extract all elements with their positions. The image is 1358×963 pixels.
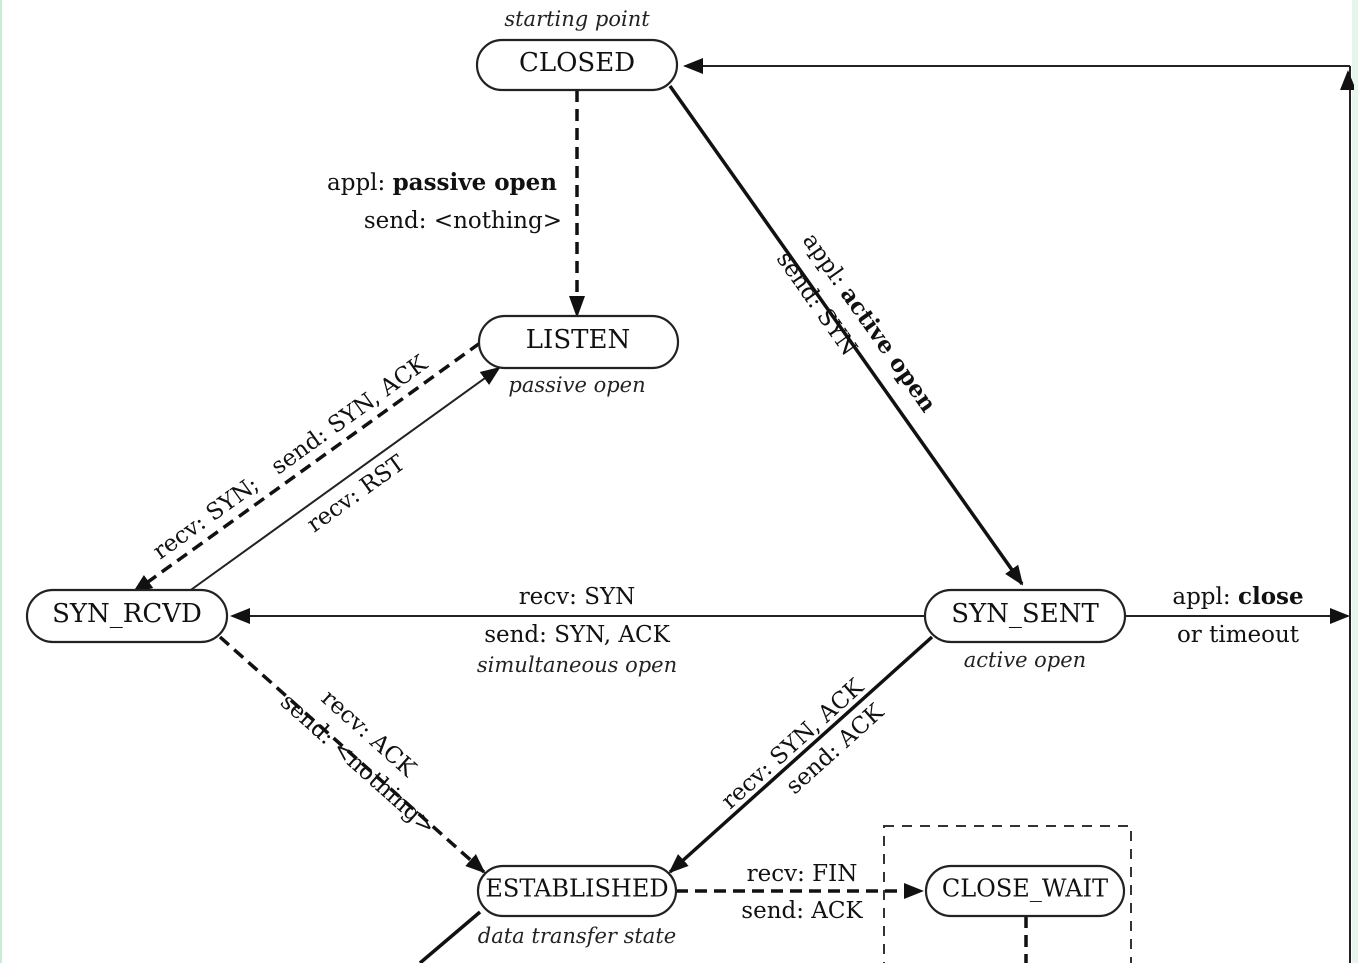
label-synrcvd-established: recv: ACK send: <nothing> bbox=[275, 685, 440, 840]
state-close-wait: CLOSE_WAIT bbox=[924, 864, 1126, 918]
state-syn-sent-label: SYN_SENT bbox=[951, 599, 1099, 629]
state-listen: LISTEN bbox=[477, 314, 680, 370]
state-syn-rcvd-label: SYN_RCVD bbox=[52, 599, 202, 629]
label-synsent-synrcvd-recv: recv: SYN bbox=[519, 584, 636, 610]
note-active-open: active open bbox=[964, 648, 1086, 672]
state-closed: CLOSED bbox=[475, 38, 679, 92]
label-synsent-synrcvd-send: send: SYN, ACK bbox=[484, 622, 670, 648]
label-synsent-close-appl: appl: close bbox=[1172, 583, 1303, 610]
arrowhead-listen bbox=[569, 296, 585, 318]
edge-listen-synrcvd bbox=[132, 341, 482, 594]
label-synrcvd-listen: recv: RST bbox=[302, 450, 410, 538]
note-data-transfer-state: data transfer state bbox=[478, 924, 676, 948]
note-simultaneous-open: simultaneous open bbox=[477, 653, 677, 677]
edge-synsent-established bbox=[668, 635, 934, 874]
edge-synrcvd-listen bbox=[187, 366, 501, 593]
state-established: ESTABLISHED bbox=[476, 864, 678, 918]
note-starting-point: starting point bbox=[504, 7, 650, 31]
note-passive-open: passive open bbox=[508, 373, 645, 397]
state-closed-label: CLOSED bbox=[519, 48, 635, 78]
state-syn-rcvd: SYN_RCVD bbox=[25, 588, 229, 644]
edge-synrcvd-established bbox=[218, 635, 486, 874]
edge-established-down bbox=[418, 910, 482, 963]
label-synsent-close-extra: or timeout bbox=[1177, 622, 1300, 648]
state-listen-label: LISTEN bbox=[526, 325, 630, 355]
label-closed-synsent: appl: active open send: SYN bbox=[771, 228, 942, 417]
state-established-label: ESTABLISHED bbox=[485, 875, 668, 903]
svg-text:recv: RST: recv: RST bbox=[302, 450, 410, 538]
label-established-closewait-recv: recv: FIN bbox=[747, 861, 858, 887]
state-close-wait-label: CLOSE_WAIT bbox=[942, 875, 1108, 903]
label-closed-listen-send: send: <nothing> bbox=[364, 208, 562, 234]
edge-closed-synsent bbox=[668, 84, 1024, 586]
label-established-closewait-send: send: ACK bbox=[741, 898, 863, 924]
label-closed-listen-appl: appl: passive open bbox=[327, 169, 557, 196]
state-syn-sent: SYN_SENT bbox=[923, 588, 1127, 644]
